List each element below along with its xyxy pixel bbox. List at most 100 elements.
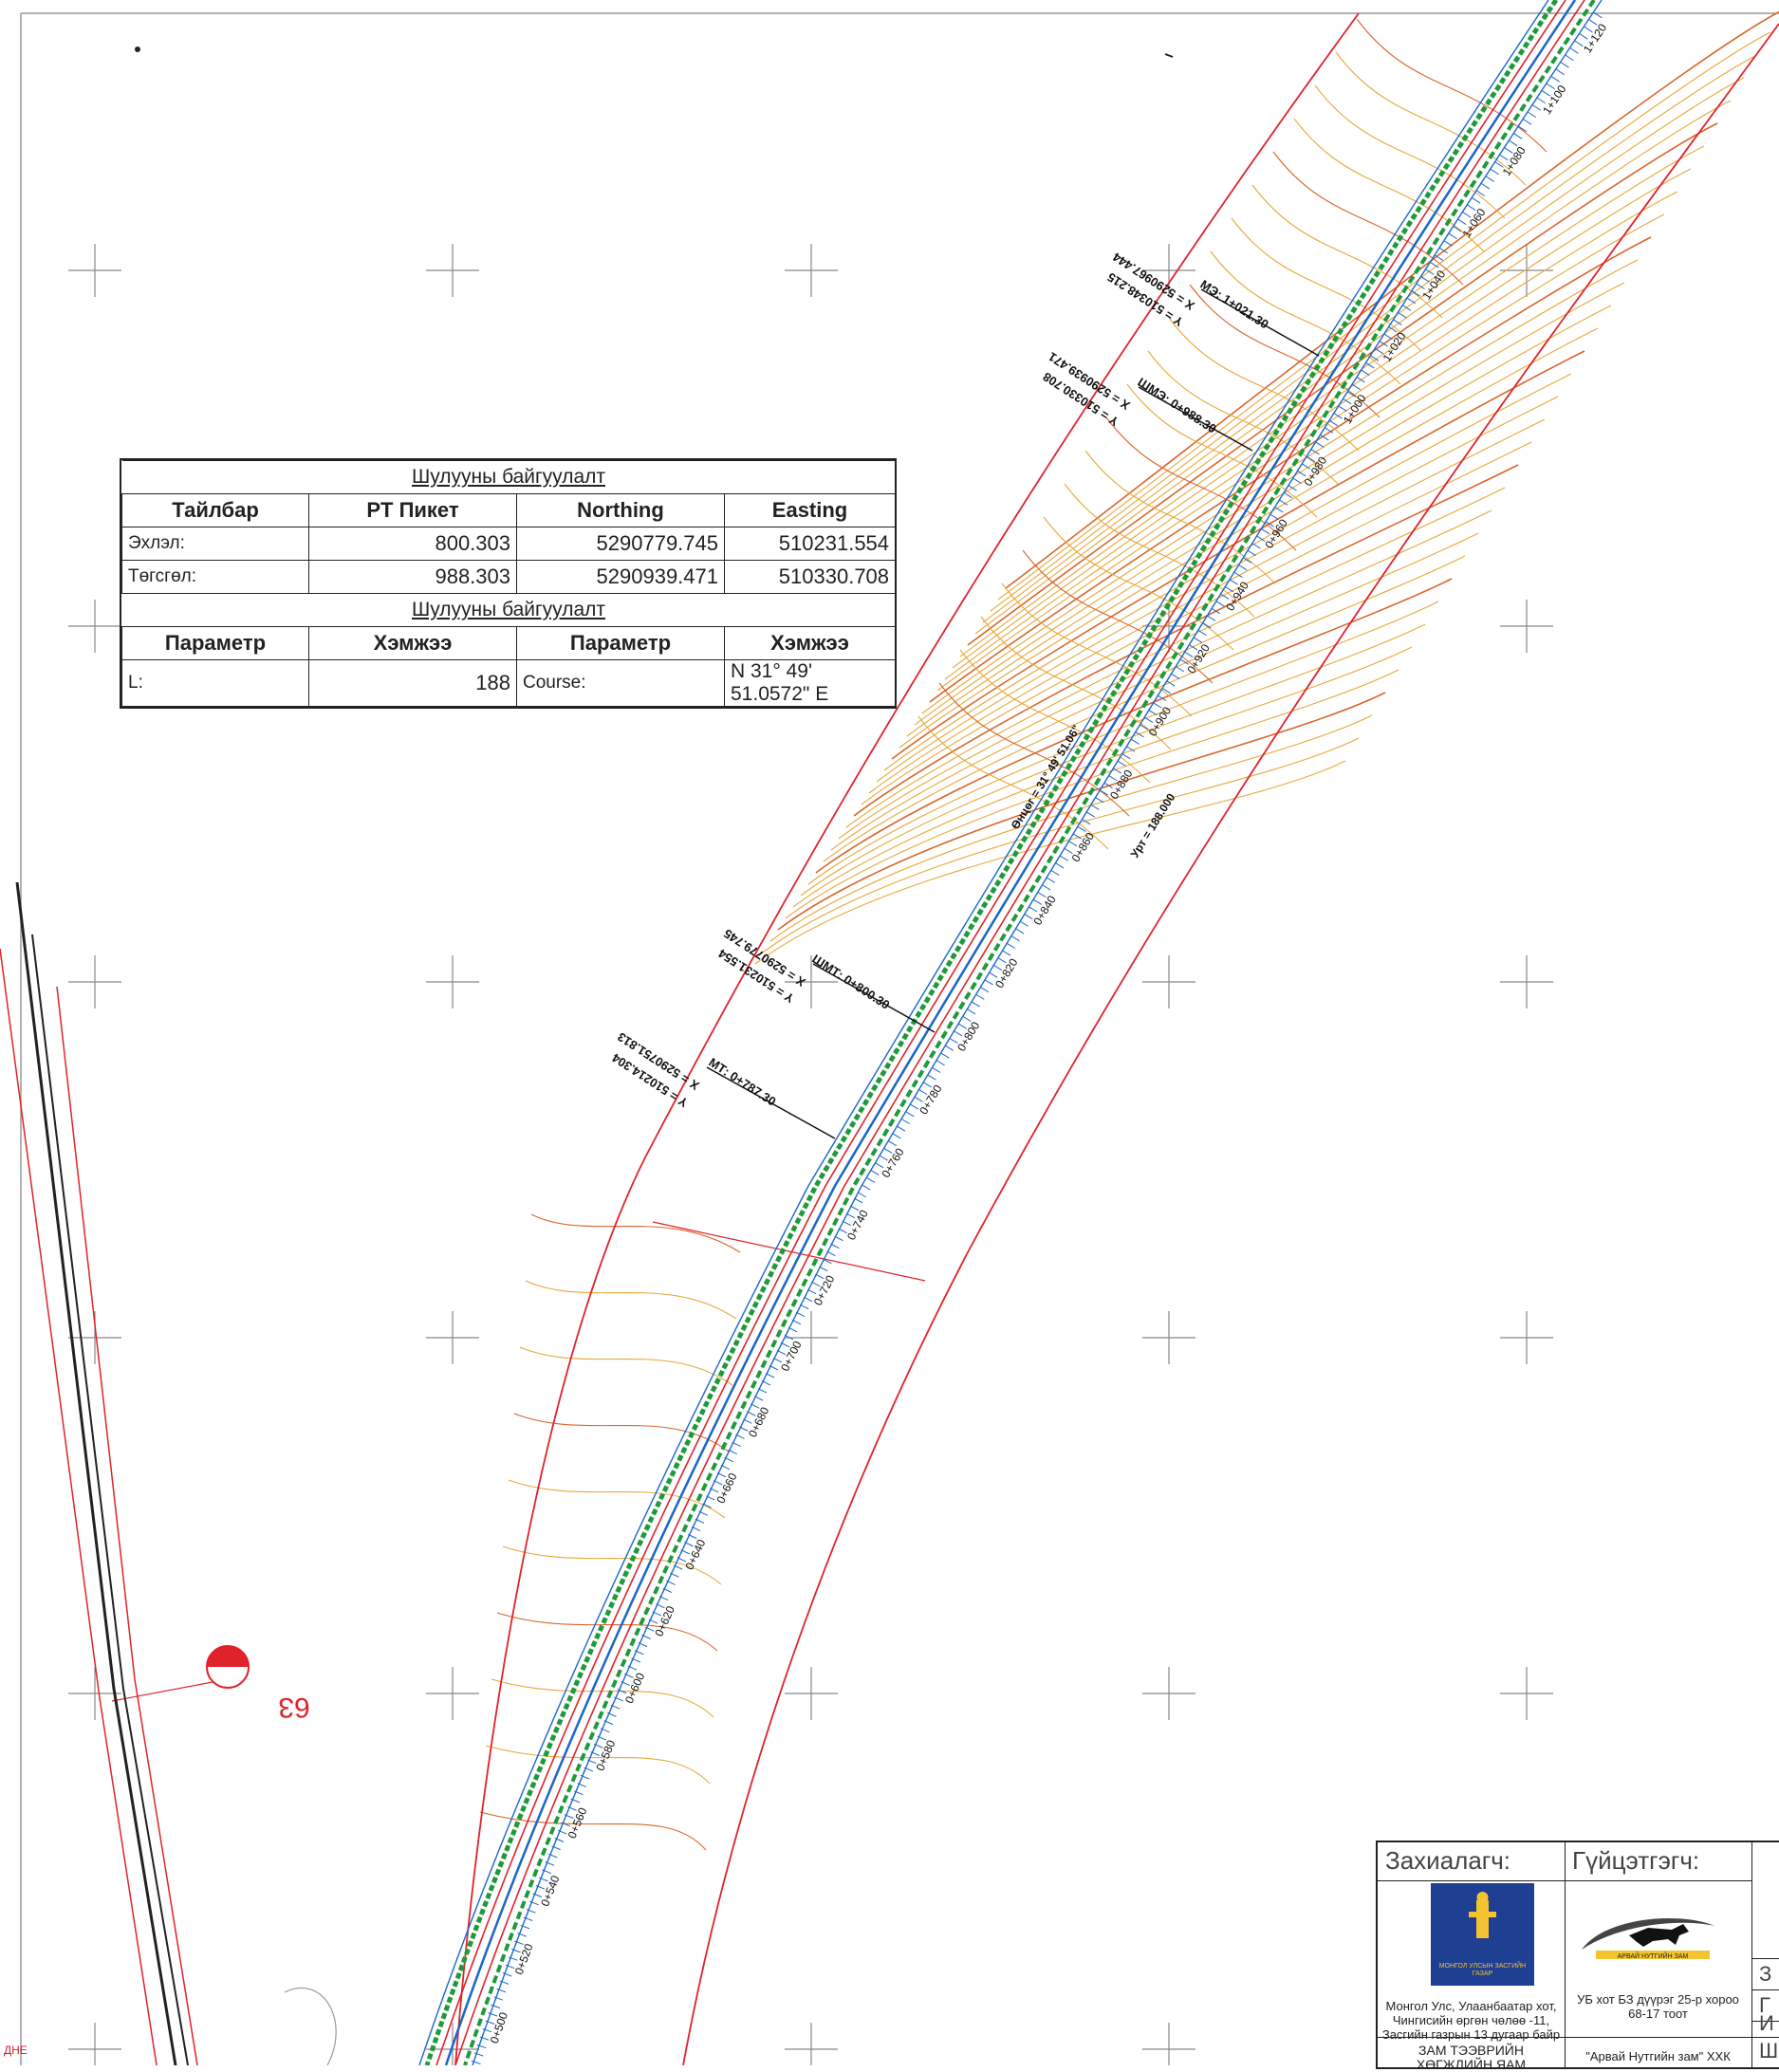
contour-line — [519, 1346, 733, 1386]
slope-tick — [927, 1074, 936, 1081]
slope-tick — [713, 1480, 723, 1486]
slope-tick — [1148, 710, 1158, 716]
table-row: Эхлэл: 800.303 5290779.745 510231.554 — [121, 527, 897, 561]
slope-tick — [580, 1774, 590, 1780]
client-address: Монгол Улс, Улаанбаатар хот, Чингисийн ө… — [1381, 1999, 1561, 2042]
slope-tick — [493, 1996, 504, 2001]
slope-tick — [502, 1972, 512, 1977]
slope-tick — [535, 1885, 546, 1890]
contour-line — [785, 669, 1399, 919]
slope-tick — [547, 1853, 558, 1859]
slope-tick — [656, 1603, 665, 1609]
slope-tick — [1518, 125, 1528, 133]
slope-tick — [811, 1281, 821, 1287]
contour-line — [1005, 10, 1779, 589]
slope-tick — [936, 1060, 945, 1066]
slope-tick — [1547, 83, 1555, 90]
slope-tick — [1233, 571, 1243, 578]
slope-tick — [1179, 658, 1189, 665]
contour-line — [815, 578, 1453, 874]
slope-tick — [897, 1125, 906, 1132]
slope-tick — [940, 1052, 950, 1059]
slope-tick — [1380, 341, 1388, 347]
slope-tick — [1100, 789, 1109, 796]
slope-tick — [666, 1580, 676, 1585]
slope-tick — [1365, 362, 1375, 369]
contour-line — [530, 1213, 741, 1253]
slope-tick — [1333, 413, 1343, 419]
slope-tick — [695, 1518, 705, 1524]
slope-tick — [1361, 369, 1370, 376]
slope-tick — [1467, 204, 1476, 211]
existing-road — [0, 881, 198, 2065]
contour-line — [1064, 483, 1255, 618]
col-header: PT Пикет — [308, 493, 517, 527]
slope-tick — [724, 1456, 733, 1463]
slope-tick — [1161, 688, 1171, 694]
slope-tick — [849, 1205, 860, 1212]
contour-line — [929, 236, 1652, 703]
slope-tick — [984, 979, 993, 986]
slope-tick — [1072, 833, 1082, 840]
slope-tick — [922, 1082, 932, 1088]
slope-tick — [1140, 724, 1149, 731]
slope-tick — [1238, 564, 1248, 571]
slope-tick — [574, 1790, 584, 1796]
contour-line — [762, 737, 1360, 953]
slope-tick — [517, 1933, 528, 1937]
slope-tick — [1347, 391, 1357, 398]
slope-tick — [761, 1380, 771, 1386]
slope-tick — [586, 1759, 597, 1765]
slope-tick — [806, 1288, 817, 1295]
slope-tick — [735, 1434, 745, 1439]
slope-tick — [815, 1273, 825, 1280]
slope-tick — [1393, 319, 1402, 325]
slope-tick — [853, 1197, 863, 1204]
slope-tick — [728, 1449, 737, 1455]
slope-tick — [652, 1611, 661, 1617]
slope-tick — [1042, 884, 1051, 891]
col-header: Хэмжээ — [308, 626, 517, 660]
contour-line — [1231, 217, 1422, 352]
slope-tick — [949, 1038, 958, 1045]
slope-tick — [1574, 40, 1584, 47]
slope-tick — [883, 1147, 893, 1154]
slope-tick — [570, 1798, 581, 1804]
slope-tick — [1085, 811, 1096, 818]
contour-line — [777, 692, 1386, 931]
slope-tick — [879, 1155, 888, 1161]
slope-tick — [1555, 68, 1565, 76]
slope-tick — [1117, 760, 1126, 767]
slope-tick — [870, 1170, 880, 1175]
slope-tick — [603, 1720, 614, 1726]
contour-line — [959, 649, 1151, 784]
contour-line — [502, 1545, 722, 1585]
slope-tick — [1425, 268, 1435, 275]
slope-tick — [842, 1220, 851, 1227]
slope-tick — [561, 1822, 570, 1827]
slope-tick — [1532, 104, 1542, 111]
contour-line — [997, 31, 1771, 601]
contour-line — [1293, 118, 1485, 252]
client-cell: Захиалагч: МОНГОЛ УЛСЫН ЗАСГИЙН ГАЗАР Мо… — [1378, 1842, 1566, 2072]
slope-tick — [688, 1533, 697, 1540]
contour-line — [1210, 250, 1401, 385]
contour-line — [990, 54, 1758, 612]
contractor-cell: Гүйцэтгэгч: АРВАЙ НУТГИЙН ЗАМ УБ хот БЗ … — [1565, 1842, 1752, 2067]
slope-tick — [1494, 161, 1504, 168]
slope-tick — [962, 1015, 972, 1022]
slope-ticks — [471, 11, 1603, 2064]
slope-tick — [670, 1572, 679, 1578]
contour-line — [754, 760, 1346, 965]
slope-tick — [1256, 535, 1266, 542]
contour-line — [769, 714, 1373, 942]
slope-tick — [826, 1250, 836, 1257]
slope-tick — [739, 1426, 749, 1432]
slope-tick — [1320, 435, 1329, 441]
slope-tick — [1184, 651, 1194, 658]
slope-tick — [944, 1045, 954, 1051]
slope-tick — [1220, 593, 1230, 600]
slope-tick — [684, 1542, 694, 1547]
contour-line — [513, 1413, 730, 1452]
slope-tick — [1523, 119, 1532, 125]
